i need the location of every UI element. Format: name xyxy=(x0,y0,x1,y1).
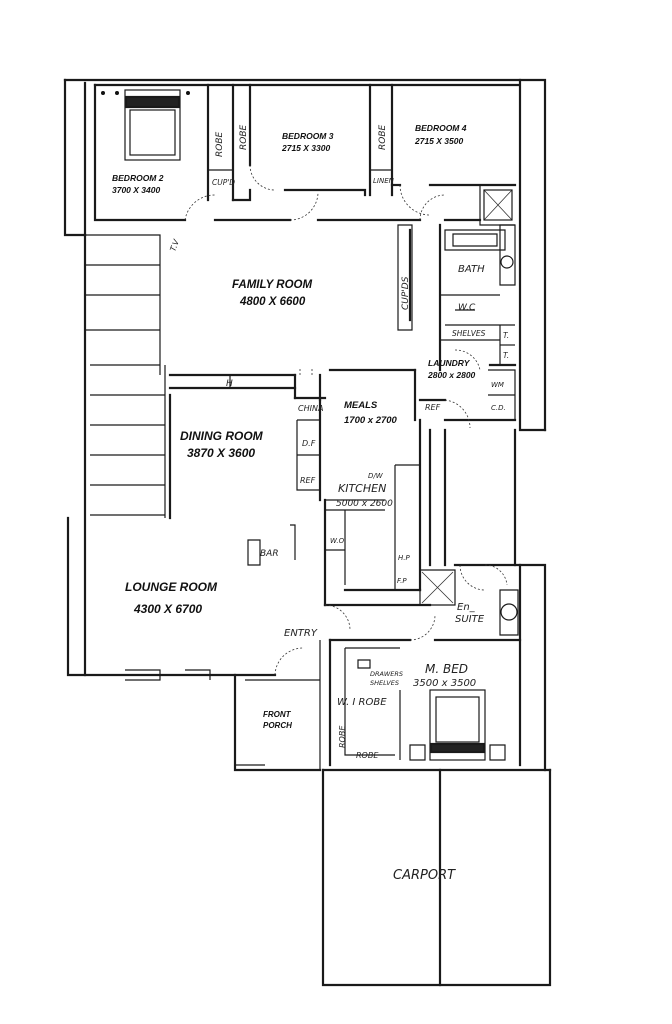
bedroom3-name: BEDROOM 3 xyxy=(282,131,334,141)
bedroom-wing-walls xyxy=(93,83,520,226)
family-room-size: 4800 X 6600 xyxy=(239,296,306,308)
bedroom4-size: 2715 X 3500 xyxy=(414,136,463,146)
fridge-dining: REF xyxy=(300,476,316,485)
china-cabinet: CHINA xyxy=(298,404,323,413)
tub-2: T. xyxy=(503,351,509,360)
drawers-label-2: SHELVES xyxy=(370,679,399,687)
fridge-laundry: REF xyxy=(425,403,441,412)
robe-bedroom2: ROBE xyxy=(215,131,225,157)
master-bed-size: 3500 x 3500 xyxy=(413,678,476,689)
wall-oven: W.O xyxy=(330,537,345,545)
drawers-label-1: DRAWERS xyxy=(370,670,403,678)
dishwasher: D/W xyxy=(368,472,384,480)
master-bed-name: M. BED xyxy=(425,662,468,676)
entry-label: ENTRY xyxy=(284,628,318,639)
meals-size: 1700 x 2700 xyxy=(344,415,398,426)
master-suite-walls xyxy=(323,563,522,767)
bedroom2-name: BEDROOM 2 xyxy=(112,173,164,183)
ensuite-label-2: SUITE xyxy=(455,614,485,625)
shelves-laundry: SHELVES xyxy=(452,329,486,338)
family-room-walls xyxy=(168,223,516,402)
robe-bedroom4: ROBE xyxy=(378,124,388,150)
walk-in-robe: W. I ROBE xyxy=(337,697,387,708)
dining-room-name: DINING ROOM xyxy=(180,429,264,443)
room-labels: BEDROOM 2 3700 X 3400 BEDROOM 3 2715 X 3… xyxy=(112,123,476,883)
exterior-walls xyxy=(63,78,552,772)
tv-point: T.V xyxy=(168,238,181,253)
dining-kitchen-walls xyxy=(168,393,447,607)
cupboards-family: CUP'DS xyxy=(401,276,411,310)
laundry-walls xyxy=(328,325,517,422)
door-swings xyxy=(184,164,508,676)
kitchen-size: 5000 x 2600 xyxy=(336,499,393,509)
robe-master-side: ROBE xyxy=(338,725,347,748)
fixture-labels: ROBE ROBE ROBE CUP'D LINEN T.V CUP'DS BA… xyxy=(168,124,509,760)
lounge-room-size: 4300 X 6700 xyxy=(133,602,202,616)
ensuite-label-1: En_ xyxy=(457,602,476,613)
carport-outline xyxy=(321,768,552,987)
bedroom3-size: 2715 X 3300 xyxy=(281,143,330,153)
bar-label: BAR xyxy=(260,549,279,559)
tub-1: T. xyxy=(503,331,509,340)
bath-label: BATH xyxy=(458,264,485,275)
washing-machine: WM xyxy=(491,381,504,389)
kitchen-name: KITCHEN xyxy=(338,482,386,495)
bed-bedroom2 xyxy=(101,89,190,161)
cupboard-hall: CUP'D xyxy=(212,178,235,187)
hot-plate: H.P xyxy=(398,554,410,562)
food-pantry: F.P xyxy=(397,577,407,585)
wc-label: W.C xyxy=(458,303,476,313)
h-mark: H xyxy=(226,379,233,389)
clothes-dryer: C.D. xyxy=(491,404,506,412)
robe-bedroom3: ROBE xyxy=(239,124,249,150)
front-porch-line2: PORCH xyxy=(263,721,292,730)
laundry-size: 2800 x 2800 xyxy=(427,370,476,380)
bedroom4-name: BEDROOM 4 xyxy=(415,123,467,133)
porch-and-windows xyxy=(125,640,321,770)
linen-cupboard: LINEN xyxy=(373,177,395,185)
family-room-name: FAMILY ROOM xyxy=(232,279,312,291)
laundry-name: LAUNDRY xyxy=(428,358,471,368)
robe-master-bottom: ROBE xyxy=(356,751,379,760)
lounge-room-name: LOUNGE ROOM xyxy=(125,580,218,594)
deep-freeze: D.F xyxy=(302,439,316,448)
dining-room-size: 3870 X 3600 xyxy=(187,446,255,460)
bedroom2-size: 3700 X 3400 xyxy=(112,185,160,195)
front-porch-line1: FRONT xyxy=(263,710,292,719)
stairs xyxy=(85,234,166,518)
carport-name: CARPORT xyxy=(393,868,456,883)
meals-name: MEALS xyxy=(344,400,378,411)
